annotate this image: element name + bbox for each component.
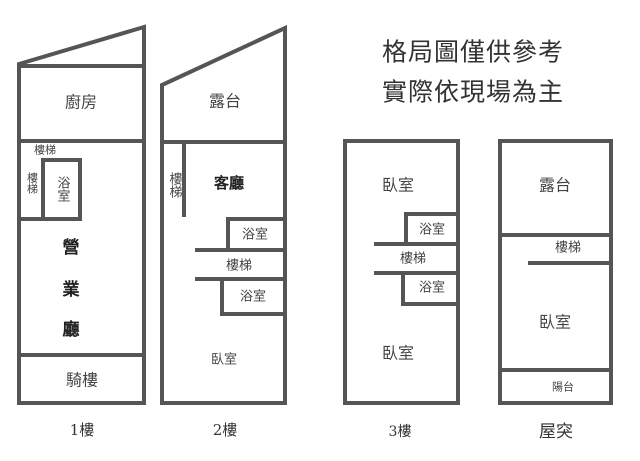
room-business-hall-char: 業 — [63, 279, 80, 300]
room-terrace: 露台 — [209, 92, 241, 111]
room-bathroom: 浴室 — [419, 222, 445, 238]
room-business-hall-char: 營 — [63, 237, 80, 258]
room-kitchen: 廚房 — [65, 93, 97, 112]
room-living: 客廳 — [213, 174, 244, 192]
bathroom-wall — [220, 277, 287, 316]
floor-1-outline — [17, 24, 146, 405]
floor-caption: 2樓 — [213, 421, 238, 439]
room-bedroom: 臥室 — [539, 313, 571, 332]
room-bathroom: 浴室 — [419, 280, 445, 296]
room-bedroom: 臥室 — [382, 176, 414, 195]
room-bedroom: 臥室 — [382, 344, 414, 363]
disclaimer-line-1: 格局圖僅供參考 — [382, 38, 564, 67]
floor-2-plan: 露台 樓梯 客廳 浴室 樓梯 浴室 臥室 2樓 — [160, 24, 287, 439]
room-bathroom: 浴室 — [240, 289, 266, 305]
floor-2-outline — [160, 24, 287, 405]
room-stairs: 樓梯 — [400, 252, 426, 267]
room-stairs: 樓梯 — [34, 143, 56, 157]
room-bathroom: 浴室 — [55, 176, 71, 202]
floor-caption: 3樓 — [389, 424, 412, 440]
floor-3-plan: 臥室 浴室 樓梯 浴室 臥室 3樓 — [343, 139, 460, 440]
bathroom-wall — [404, 212, 460, 246]
rooftop-plan: 露台 樓梯 臥室 陽台 屋突 — [498, 139, 613, 442]
room-stairs: 樓梯 — [226, 259, 252, 274]
room-stairs-vertical: 樓梯 — [26, 171, 39, 195]
floor-1-plan: 廚房 樓梯 樓梯 浴室 營 業 廳 騎樓 1樓 — [17, 24, 146, 439]
room-balcony: 陽台 — [552, 380, 574, 394]
room-arcade: 騎樓 — [66, 371, 98, 390]
room-terrace: 露台 — [539, 176, 571, 195]
room-stairs: 樓梯 — [555, 241, 581, 256]
room-bathroom: 浴室 — [242, 227, 268, 243]
room-business-hall-char: 廳 — [63, 319, 80, 340]
bathroom-wall — [41, 158, 82, 221]
room-bedroom: 臥室 — [211, 352, 237, 368]
floor-caption: 1樓 — [70, 421, 95, 439]
floor-caption: 屋突 — [539, 422, 573, 442]
bathroom-wall — [226, 217, 287, 252]
room-stairs-vertical: 樓梯 — [167, 172, 183, 198]
rooftop-outline — [498, 139, 613, 405]
bathroom-wall — [401, 271, 460, 306]
disclaimer-line-2: 實際依現場為主 — [382, 78, 564, 107]
